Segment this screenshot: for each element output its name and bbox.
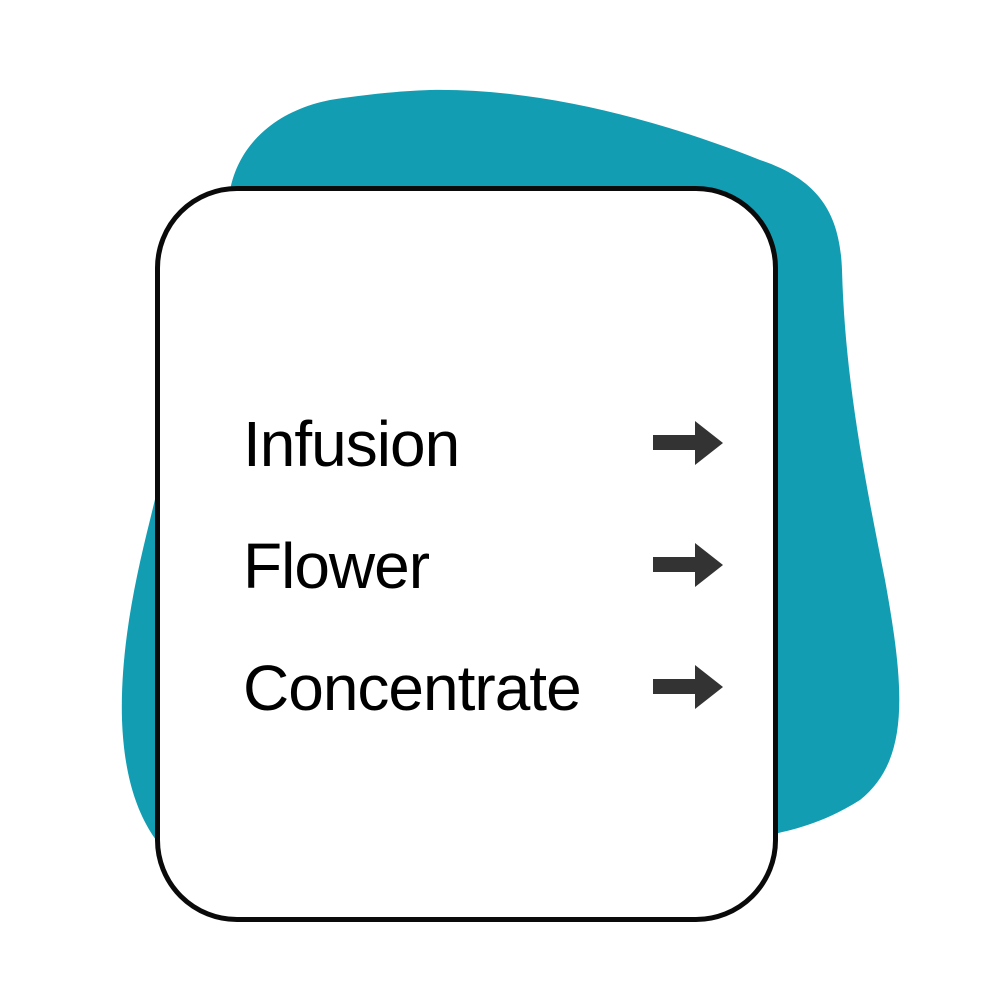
menu-item-label: Concentrate <box>243 652 582 724</box>
menu-item-label: Infusion <box>243 408 460 480</box>
arrow-right-icon <box>653 665 723 709</box>
menu-card: Infusion Flower Concentrate <box>155 186 778 922</box>
menu-item-infusion[interactable]: Infusion <box>243 409 733 479</box>
arrow-right-icon <box>653 421 723 465</box>
menu-item-concentrate[interactable]: Concentrate <box>243 653 733 723</box>
arrow-right-icon <box>653 543 723 587</box>
menu-item-flower[interactable]: Flower <box>243 531 733 601</box>
menu-item-label: Flower <box>243 530 430 602</box>
